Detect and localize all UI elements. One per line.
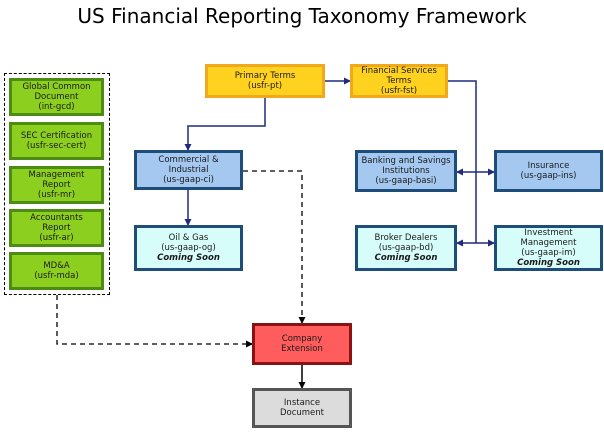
company-extension-box: Company Extension (252, 323, 352, 365)
instance-document-box: Instance Document (252, 388, 352, 428)
dashed-ci-to-company (243, 170, 306, 324)
management-report-box: Management Report (usfr-mr) (9, 166, 104, 204)
broker-dealers-box: Broker Dealers (us-gaap-bd) Coming Soon (355, 225, 457, 271)
modules-group (4, 73, 110, 295)
insurance-box: Insurance (us-gaap-ins) (494, 150, 603, 192)
dashed-modules-to-company (56, 295, 253, 348)
diagram-title: US Financial Reporting Taxonomy Framewor… (77, 4, 527, 28)
investment-management-box: Investment Management (us-gaap-im) Comin… (494, 225, 603, 271)
primary-terms-box: Primary Terms (usfr-pt) (205, 64, 325, 98)
arrow-pt-to-ci (184, 98, 266, 151)
oil-gas-box: Oil & Gas (us-gaap-og) Coming Soon (134, 225, 243, 271)
fst-trunk (448, 80, 477, 243)
sec-certification-box: SEC Certification (usfr-sec-cert) (9, 122, 104, 160)
global-common-document-box: Global Common Document (int-gcd) (9, 78, 104, 116)
commercial-industrial-box: Commercial & Industrial (us-gaap-ci) (134, 150, 243, 190)
accountants-report-box: Accountants Report (usfr-ar) (9, 209, 104, 247)
banking-savings-box: Banking and Savings Institutions (us-gaa… (355, 150, 457, 192)
financial-services-terms-box: Financial Services Terms (usfr-fst) (350, 64, 448, 98)
mda-box: MD&A (usfr-mda) (9, 252, 104, 290)
